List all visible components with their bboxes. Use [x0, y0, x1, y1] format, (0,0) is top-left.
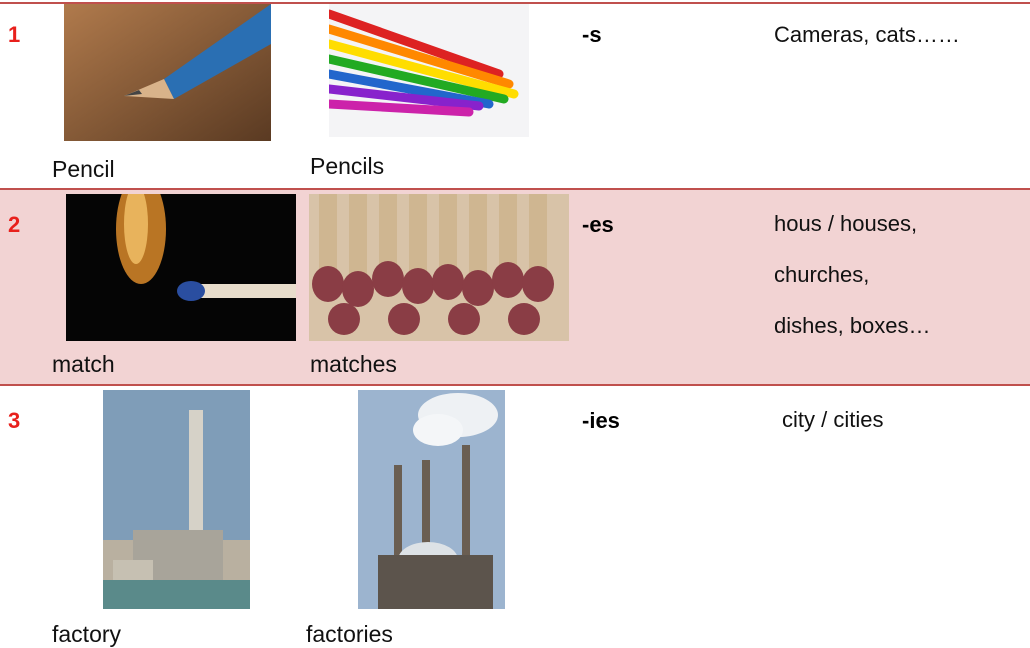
example-line: churches,	[774, 262, 870, 287]
singular-label: match	[52, 351, 115, 377]
row-2: 2 m	[0, 190, 1030, 384]
example-line: dishes, boxes…	[774, 313, 931, 338]
row-divider	[0, 384, 1030, 386]
suffix-label: -es	[582, 212, 614, 237]
match-image	[66, 194, 296, 341]
plural-label: factories	[306, 621, 393, 647]
row-1: 1 Pencil	[0, 4, 1030, 188]
singular-label: Pencil	[52, 156, 115, 182]
factories-image	[358, 390, 505, 609]
row-number: 3	[8, 408, 21, 433]
singular-label: factory	[52, 621, 122, 647]
factory-image	[103, 390, 250, 609]
row-number: 1	[8, 22, 21, 47]
example-line: city / cities	[782, 407, 884, 432]
example-line: hous / houses,	[774, 211, 918, 236]
examples-list: city / cities	[782, 394, 883, 445]
pencils-image	[329, 4, 529, 137]
examples-list: Cameras, cats……	[774, 9, 960, 60]
matches-image	[309, 194, 569, 341]
suffix-label: -ies	[582, 408, 620, 433]
plural-label: matches	[310, 351, 397, 377]
row-divider	[0, 188, 1030, 190]
suffix-label: -s	[582, 22, 602, 47]
row-number: 2	[8, 212, 21, 237]
row-3: 3 factory factories -ies city / cities	[0, 386, 1030, 647]
example-line: Cameras, cats……	[774, 22, 960, 47]
plural-label: Pencils	[310, 153, 385, 179]
top-divider	[0, 2, 1030, 4]
examples-list: hous / houses, churches, dishes, boxes…	[774, 198, 931, 351]
pencil-image	[64, 4, 271, 141]
